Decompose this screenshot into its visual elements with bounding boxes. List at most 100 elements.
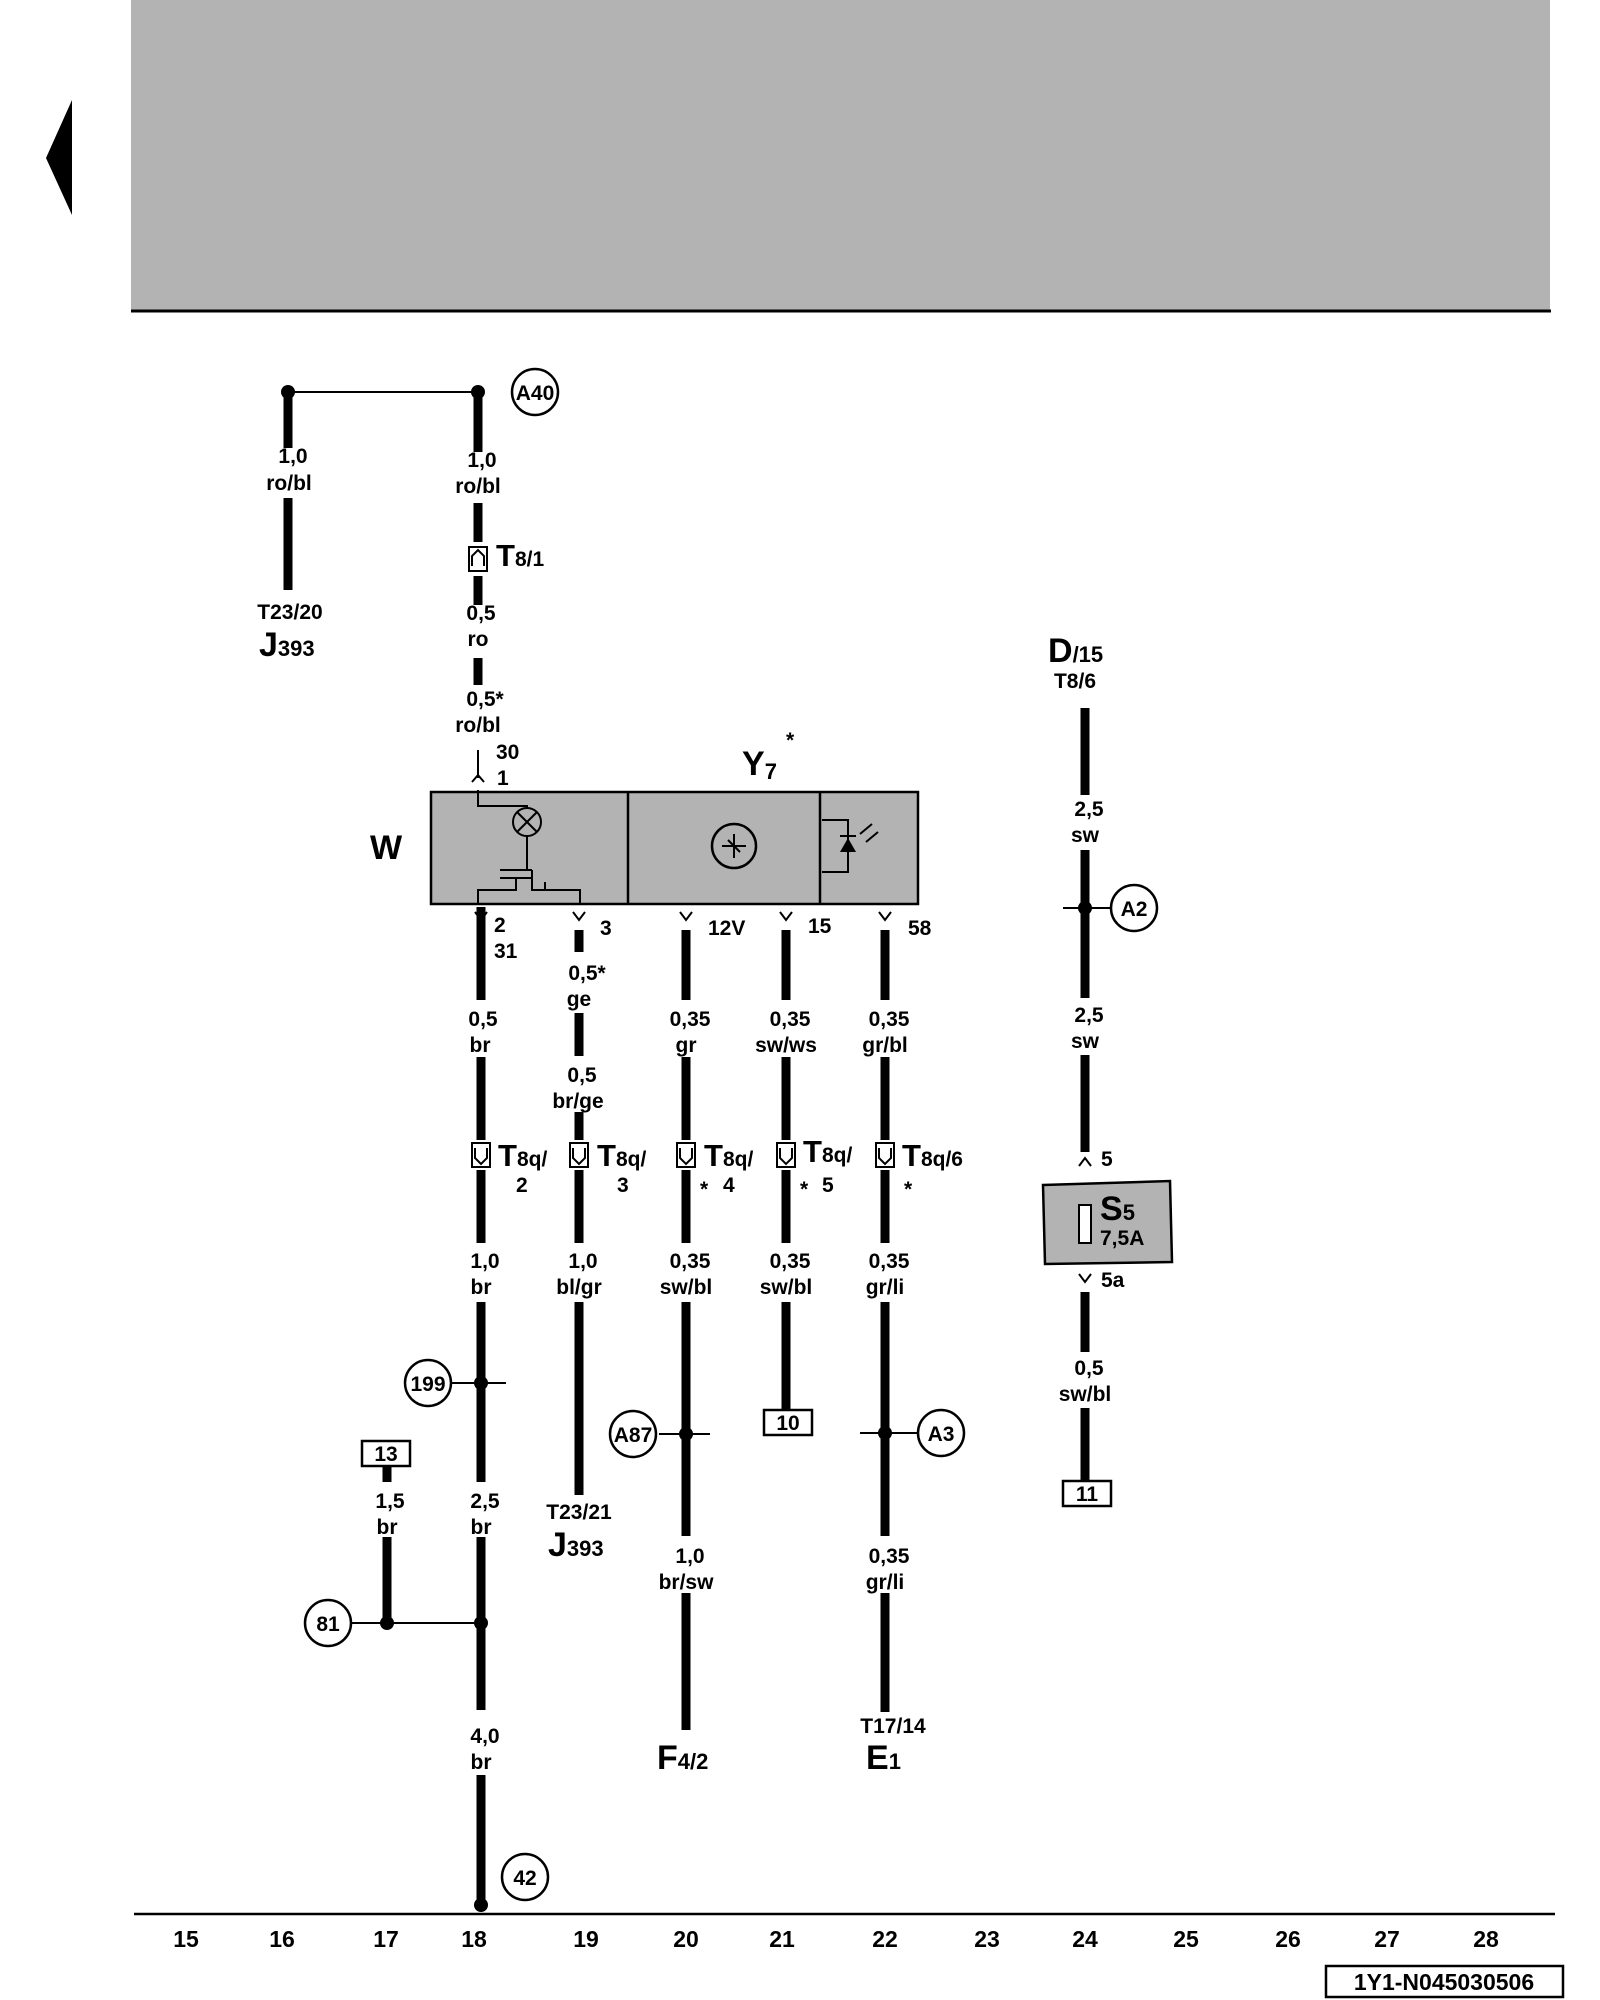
component-w-y7	[429, 790, 920, 906]
pin-label: 30	[496, 741, 519, 764]
ref-a3[interactable]: A3	[916, 1408, 966, 1458]
fuse-icon	[1078, 1204, 1092, 1244]
splice-points	[281, 385, 1092, 1912]
wire-color: sw/bl	[660, 1276, 713, 1299]
wire-color: gr/li	[866, 1276, 905, 1299]
wire-size: 2,5	[470, 1490, 500, 1513]
splice-dot	[474, 1616, 488, 1630]
grid-number: 15	[173, 1926, 199, 1952]
wire-size: 0,5*	[466, 688, 504, 711]
wire-color: br	[471, 1751, 492, 1774]
pin-label: 1	[497, 767, 509, 790]
connector-pin: 5	[822, 1174, 834, 1197]
component-label-d: D/15	[1048, 632, 1103, 670]
ref-box-10[interactable]: 10	[762, 1408, 814, 1437]
pin-arrow-icon	[1078, 1273, 1092, 1284]
switch-icon	[477, 869, 532, 904]
wire-color: br/ge	[552, 1090, 603, 1113]
wire-size: 4,0	[470, 1725, 499, 1748]
ref-label: 42	[513, 1867, 536, 1890]
pin-arrow-icon	[779, 911, 793, 922]
ref-box-11[interactable]: 11	[1061, 1479, 1113, 1508]
wire-color: br	[471, 1276, 492, 1299]
wire-color: bl/gr	[556, 1276, 602, 1299]
wire-size: 1,0	[278, 445, 307, 468]
box-label: 11	[1076, 1483, 1099, 1506]
wire-size: 0,35	[670, 1250, 711, 1273]
wire-size: 1,0	[568, 1250, 597, 1273]
component-label-j393: J393	[548, 1526, 604, 1564]
connector-label-t8q-3: T8q/	[597, 1138, 646, 1173]
component-label-e1: E1	[866, 1739, 901, 1777]
component-connector: T23/20	[257, 601, 322, 624]
wire-labels: 1,0 ro/bl 1,0 ro/bl 0,5 ro 0,5* ro/bl 0,…	[266, 445, 1111, 1774]
connector-pin: 3	[617, 1174, 629, 1197]
fuse-s5	[1041, 1179, 1174, 1266]
grid-number: 26	[1275, 1926, 1301, 1952]
pin-label: 15	[808, 915, 832, 938]
wire-size: 0,5	[1074, 1357, 1104, 1380]
wire-size: 0,35	[869, 1008, 910, 1031]
wire-size: 0,35	[770, 1008, 811, 1031]
connector-labels: T8/1 T8q/ 2 T8q/ 3 T8q/ * 4 T8q/ * 5 T8q…	[496, 538, 963, 1201]
connector-icon	[676, 1142, 696, 1168]
connector-icon	[875, 1142, 895, 1168]
component-label-s5: S5	[1100, 1190, 1135, 1228]
wire-color: br/sw	[659, 1571, 715, 1594]
connector-pin: 2	[516, 1174, 528, 1197]
wires	[283, 391, 1114, 1905]
wire-color: sw/bl	[760, 1276, 813, 1299]
wire-size: 0,35	[869, 1545, 910, 1568]
ref-label: A2	[1121, 898, 1148, 921]
bulb-icon-cross	[516, 811, 538, 833]
connector-label-t8q-4: T8q/	[704, 1138, 753, 1173]
splice-dot	[878, 1426, 892, 1440]
ref-a2[interactable]: A2	[1109, 883, 1159, 933]
header-band	[131, 0, 1550, 310]
splice-dot	[474, 1898, 488, 1912]
ref-a87[interactable]: A87	[608, 1409, 658, 1459]
wire-size: 0,35	[770, 1250, 811, 1273]
wire-color: sw	[1071, 824, 1100, 847]
component-label-f4: F4/2	[657, 1739, 708, 1777]
ref-199[interactable]: 199	[403, 1358, 453, 1408]
ref-label: 199	[410, 1373, 445, 1396]
pin-label: 58	[908, 917, 932, 940]
wire-color: ro/bl	[455, 714, 501, 737]
pin-arrow-icon	[572, 911, 586, 922]
wire-color: br	[471, 1516, 492, 1539]
grid-number: 16	[269, 1926, 295, 1952]
grid-number: 27	[1374, 1926, 1400, 1952]
component-star: *	[786, 729, 795, 752]
box-label: 13	[374, 1443, 397, 1466]
wire-size: 0,5	[468, 1008, 498, 1031]
ref-81[interactable]: 81	[303, 1598, 353, 1648]
connector-label-t8-1: T8/1	[496, 538, 544, 573]
wire-color: ro	[468, 628, 489, 651]
splice-dot	[380, 1616, 394, 1630]
wire-color: ro/bl	[266, 472, 312, 495]
component-connector: T23/21	[546, 1501, 612, 1524]
led-icon	[840, 838, 856, 852]
wire-color: gr	[676, 1034, 697, 1057]
wire-color: sw	[1071, 1030, 1100, 1053]
ref-label: 81	[316, 1613, 340, 1636]
ref-42[interactable]: 42	[500, 1852, 550, 1902]
doc-number-frame	[1324, 1964, 1565, 1999]
box-label: 10	[776, 1412, 799, 1435]
pin-label: 2	[494, 914, 506, 937]
connector-star: *	[904, 1178, 913, 1201]
component-connector: T17/14	[860, 1715, 926, 1738]
wire-color: gr/bl	[862, 1034, 908, 1057]
pin-arrow-icon	[471, 773, 485, 783]
back-arrow-icon[interactable]	[46, 100, 72, 215]
grid-number: 20	[673, 1926, 699, 1952]
wire-color: sw/bl	[1059, 1383, 1112, 1406]
splice-dot	[679, 1427, 693, 1441]
splice-dot	[281, 385, 295, 399]
ref-box-13[interactable]: 13	[360, 1439, 412, 1468]
connector-symbols	[468, 546, 895, 1168]
pin-arrow-icon	[878, 911, 892, 922]
ref-a40[interactable]: A40	[510, 367, 560, 417]
